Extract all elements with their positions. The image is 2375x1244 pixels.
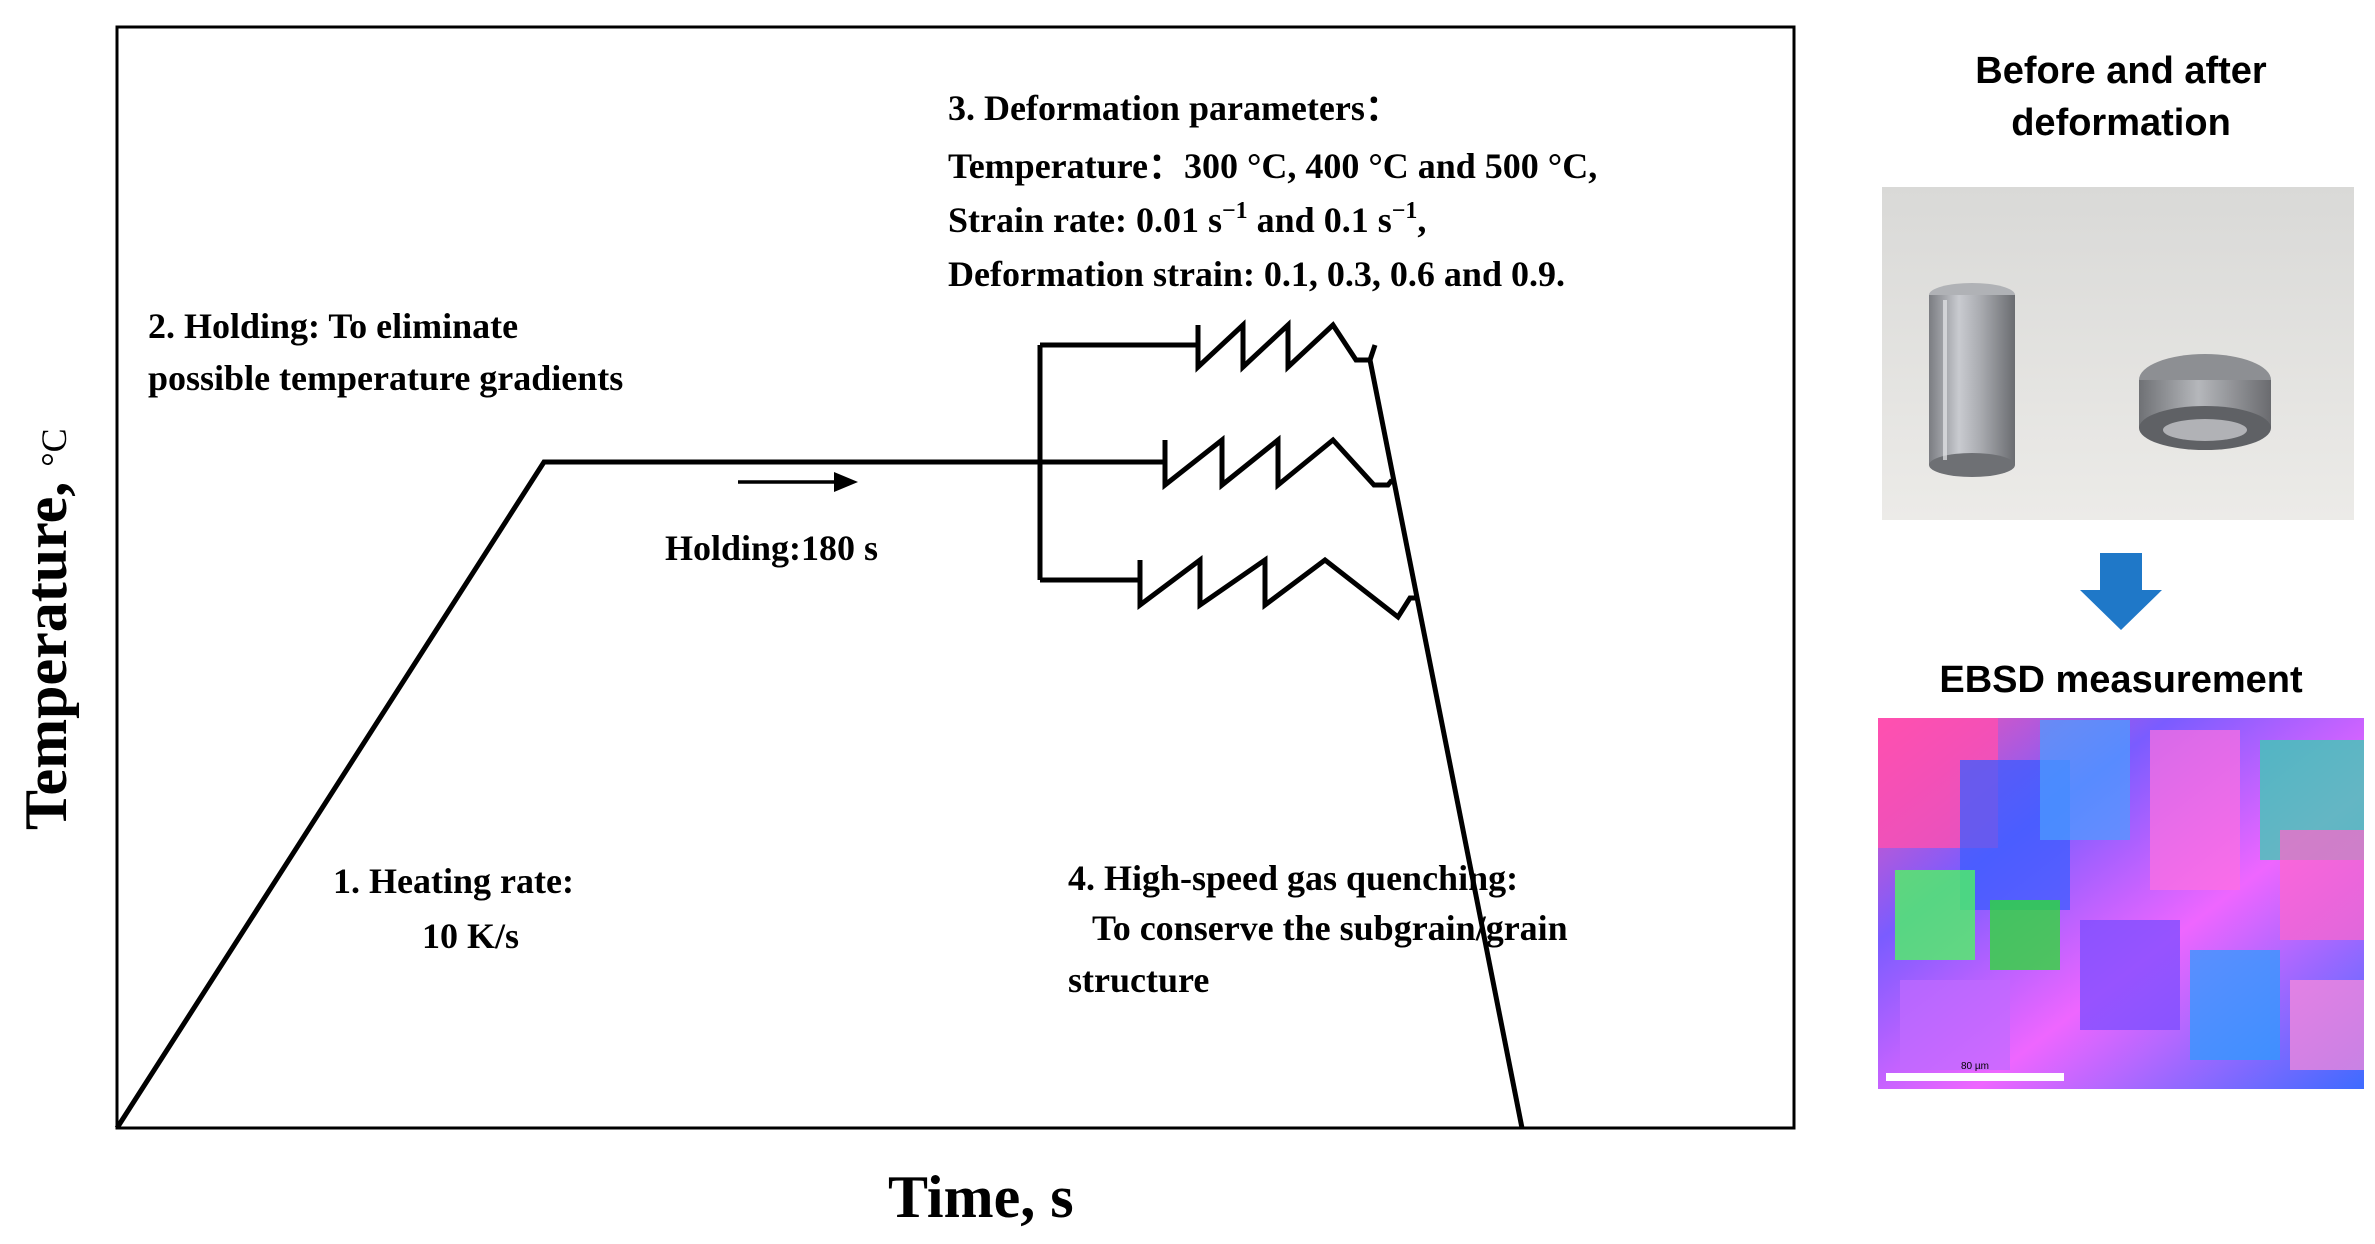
x-axis-label: Time, s bbox=[888, 1164, 1074, 1230]
deformation-strain: Deformation strain: 0.1, 0.3, 0.6 and 0.… bbox=[948, 254, 1565, 294]
quench-label-line1: 4. High-speed gas quenching: bbox=[1068, 858, 1518, 898]
chart-frame bbox=[115, 25, 1796, 1130]
down-arrow-icon bbox=[2080, 553, 2162, 630]
ebsd-scale-text: 80 µm bbox=[1961, 1061, 1989, 1072]
heating-label-line2: 10 K/s bbox=[422, 916, 519, 956]
heating-and-holding-line bbox=[114, 459, 1040, 1130]
deformation-temperature: Temperature：300 °C, 400 °C and 500 °C, bbox=[948, 146, 1597, 186]
quench-line bbox=[1367, 359, 1525, 1129]
zigzag-middle bbox=[1162, 434, 1394, 491]
quench-label-line2: To conserve the subgrain/grain bbox=[1092, 908, 1568, 948]
samples-title-line2: deformation bbox=[2011, 102, 2231, 144]
ebsd-map: 80 µm bbox=[1878, 718, 2364, 1089]
process-curve bbox=[114, 319, 1525, 1130]
zigzag-top bbox=[1195, 319, 1378, 373]
holding-arrow bbox=[738, 472, 858, 492]
holding-time-label: Holding:180 s bbox=[665, 528, 878, 568]
deformation-title: 3. Deformation parameters： bbox=[948, 88, 1401, 128]
holding-label-line2: possible temperature gradients bbox=[148, 358, 623, 398]
quench-label-line3: structure bbox=[1068, 960, 1209, 1000]
samples-photo bbox=[1882, 187, 2354, 520]
holding-label-line1: 2. Holding: To eliminate bbox=[148, 306, 518, 346]
samples-title-line1: Before and after bbox=[1975, 50, 2267, 92]
deformation-strain-rate: Strain rate: 0.01 s−1 and 0.1 s−1, bbox=[948, 198, 1426, 240]
ebsd-title: EBSD measurement bbox=[1939, 659, 2303, 701]
zigzag-bottom bbox=[1137, 555, 1418, 621]
y-axis-label: Temperature, °C bbox=[13, 428, 79, 830]
heating-label-line1: 1. Heating rate: bbox=[333, 861, 574, 901]
